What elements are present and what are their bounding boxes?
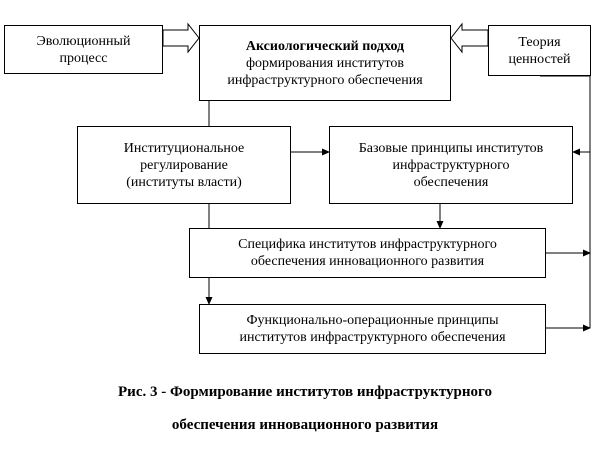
box-text-line: Теория	[518, 34, 561, 50]
box-text-line: Институциональное	[123, 140, 245, 156]
box-text-line: обеспечения инновационного развития	[250, 254, 485, 269]
figure-caption: Рис. 3 - Формирование институтов инфраст…	[0, 384, 610, 434]
box-theory-of-values: Теория ценностей	[488, 25, 591, 76]
block-arrow-left	[450, 22, 489, 54]
box-axiological-approach: Аксиологический подход формирования инст…	[199, 25, 451, 101]
box-functional-principles: Функционально-операционные принципы инст…	[199, 304, 546, 354]
box-text-line: ценностей	[508, 51, 571, 67]
box-text-line: институтов инфраструктурного обеспечения	[239, 330, 506, 345]
box-text-line: Базовые принципы институтов	[358, 140, 544, 156]
box-evolutionary-process: Эволюционный процесс	[4, 25, 163, 74]
box-text-line: инфраструктурного	[392, 157, 510, 173]
box-basic-principles: Базовые принципы институтов инфраструкту…	[329, 126, 573, 204]
box-specifics: Специфика институтов инфраструктурного о…	[189, 228, 546, 278]
box-text-line: Специфика институтов инфраструктурного	[238, 237, 497, 252]
caption-line: обеспечения инновационного развития	[171, 417, 439, 433]
box-text-line: процесс	[59, 50, 108, 66]
box-text-line: Функционально-операционные принципы	[246, 313, 499, 328]
box-text-line: Эволюционный	[36, 33, 131, 49]
box-title: Аксиологический подход	[245, 38, 405, 54]
box-text-line: инфраструктурного обеспечения	[227, 72, 423, 88]
box-text-line: регулирование	[140, 157, 228, 173]
box-text-line: (институты власти)	[126, 174, 242, 190]
box-text-line: обеспечения	[413, 174, 489, 190]
box-institutional-regulation: Институциональное регулирование (институ…	[77, 126, 291, 204]
box-text-line: формирования институтов	[245, 55, 405, 71]
block-arrow-right	[162, 22, 200, 54]
caption-line: Рис. 3 - Формирование институтов инфраст…	[118, 384, 492, 400]
